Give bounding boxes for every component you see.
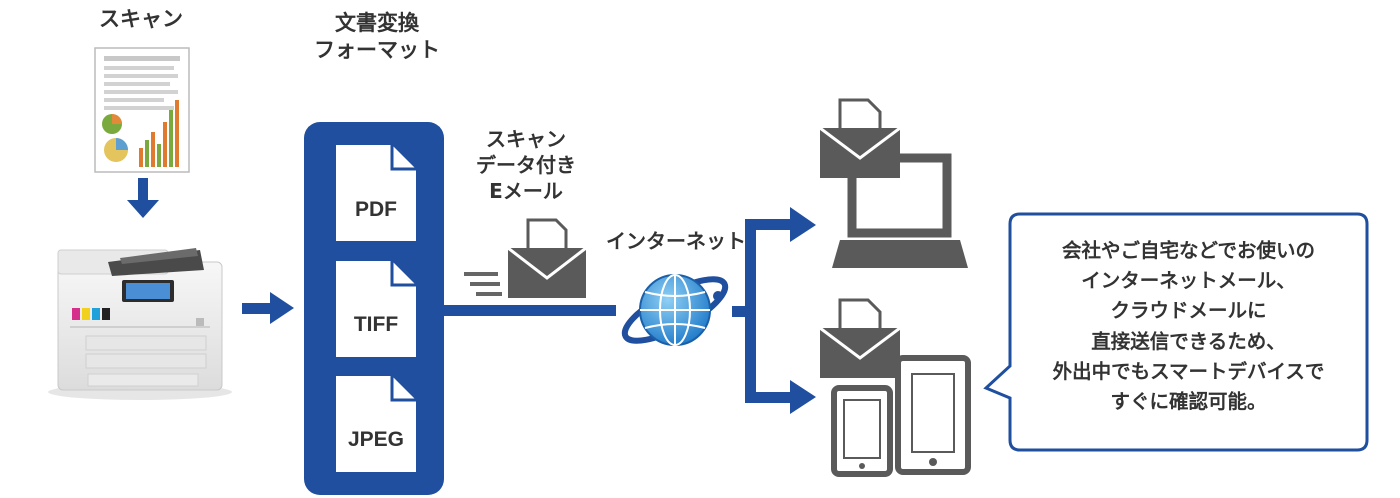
callout-line: クラウドメールに: [1110, 299, 1267, 323]
smartphone-icon: [831, 385, 893, 477]
callout-bubble: [983, 212, 1369, 452]
callout-text: 会社やご自宅などでお使いの インターネットメール、 クラウドメールに 直接送信で…: [1012, 214, 1365, 450]
down-arrow-icon: [127, 178, 159, 218]
format-label: 文書変換 フォーマット: [292, 10, 462, 65]
callout-line: 直接送信できるため、: [1091, 329, 1286, 353]
tablet-icon: [895, 355, 971, 475]
format-tiff: TIFF: [353, 313, 399, 336]
email-label: スキャン データ付き Eメール: [456, 126, 596, 204]
email-with-attachment-icon: [464, 218, 587, 298]
connection-lines: [444, 207, 816, 414]
internet-globe-icon: [621, 274, 729, 346]
format-pdf: PDF: [355, 198, 397, 221]
right-arrow-icon: [242, 292, 294, 324]
format-label-line: 文書変換: [335, 11, 419, 35]
internet-label: インターネット: [606, 229, 746, 253]
format-jpeg: JPEG: [347, 428, 405, 451]
printer-icon: [48, 248, 232, 400]
scan-label: スキャン: [99, 7, 183, 31]
callout-line: 外出中でもスマートデバイスで: [1052, 359, 1325, 383]
email-icon-laptop: [819, 98, 901, 178]
callout-line: インターネットメール、: [1081, 269, 1296, 293]
email-icon-mobile: [819, 298, 901, 378]
file-icons: [336, 145, 416, 472]
callout-line: 会社やご自宅などでお使いの: [1061, 239, 1316, 262]
scanned-document-icon: [94, 47, 190, 173]
email-label-line: スキャン: [486, 127, 566, 151]
format-label-line: フォーマット: [314, 38, 440, 63]
email-label-line: データ付き: [476, 153, 576, 177]
email-label-line: Eメール: [489, 179, 563, 203]
callout-line: すぐに確認可能。: [1110, 390, 1267, 414]
